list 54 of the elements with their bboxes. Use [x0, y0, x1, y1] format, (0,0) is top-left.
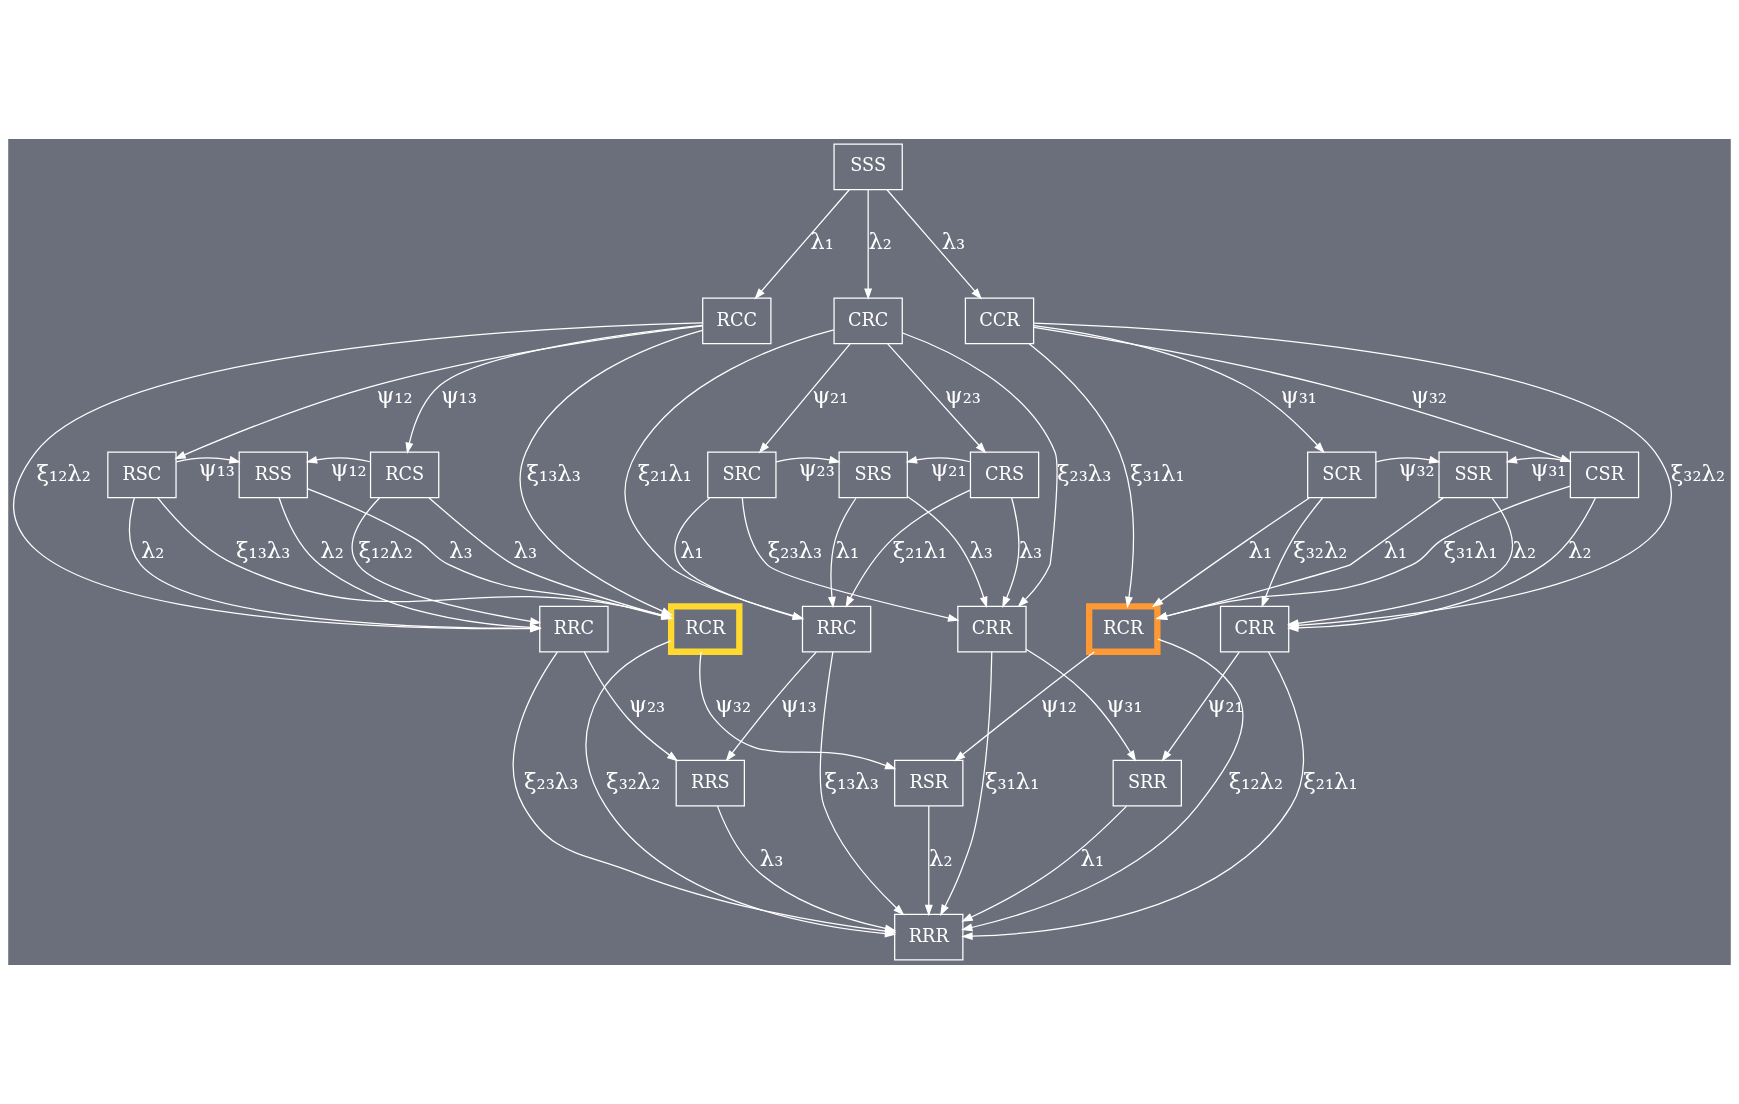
edge-label: λ₂ — [320, 536, 344, 563]
edge-label: ξ₁₃λ₃ — [824, 767, 879, 794]
edge-label: λ₁ — [1080, 844, 1105, 871]
edge-label: ψ₁₃ — [198, 455, 235, 482]
edge-label: λ₁ — [1248, 536, 1273, 563]
edge-label: ψ₁₃ — [780, 690, 817, 717]
edge-label: ψ₃₁ — [1530, 455, 1567, 482]
edge-label: ξ₂₁λ₁ — [637, 459, 692, 486]
edge-label: ξ₃₁λ₁ — [1443, 536, 1498, 563]
edge-label: ξ₂₁λ₁ — [892, 536, 948, 563]
edge-label: ψ₂₁ — [1207, 690, 1244, 717]
edge-label: λ₃ — [969, 536, 993, 563]
edge-label: ψ₂₁ — [930, 455, 967, 482]
edge-label: λ₂ — [1568, 536, 1592, 563]
edge-label: ψ₁₂ — [1040, 690, 1077, 717]
edge-label: ξ₂₁λ₁ — [1303, 767, 1358, 794]
edge-label: ψ₃₁ — [1280, 382, 1317, 409]
edge-label: ξ₁₂λ₂ — [358, 536, 413, 563]
edge-label: ψ₃₂ — [1398, 455, 1435, 482]
edge-label: λ₃ — [449, 536, 473, 563]
edge-label: ξ₃₁λ₁ — [985, 767, 1040, 794]
edge-label: λ₂ — [140, 536, 165, 563]
edge-label: ψ₃₂ — [715, 690, 752, 717]
edge-label: ψ₂₃ — [944, 382, 981, 409]
edge-label: ψ₂₃ — [798, 455, 835, 482]
edge-label: λ₂ — [1512, 536, 1537, 563]
edge-label: ξ₂₃λ₃ — [1057, 459, 1112, 486]
edge-label: ξ₃₂λ₂ — [1293, 536, 1348, 563]
edge-label: ξ₁₂λ₂ — [36, 459, 91, 486]
edge-label: ξ₃₂λ₂ — [1670, 459, 1726, 486]
edge-label: ξ₁₂λ₂ — [1228, 767, 1284, 794]
edge-label: ξ₂₃λ₃ — [524, 767, 579, 794]
edge-label: ψ₁₂ — [330, 455, 367, 482]
edge-label: λ₁ — [810, 228, 834, 255]
edge-label: ξ₃₁λ₁ — [1130, 459, 1185, 486]
edge-label: ψ₁₃ — [440, 382, 477, 409]
edge-label: ξ₃₂λ₂ — [606, 767, 661, 794]
edge-label: ξ₂₃λ₃ — [767, 536, 823, 563]
edge-label: ψ₃₂ — [1410, 382, 1447, 409]
edge-label: ξ₁₃λ₃ — [236, 536, 291, 563]
edge-label: λ₃ — [513, 536, 538, 563]
edge-label: λ₂ — [868, 228, 892, 255]
edge-label: λ₃ — [1018, 536, 1043, 563]
edge-label: λ₁ — [680, 536, 704, 563]
edge-label: ψ₁₂ — [376, 382, 413, 409]
edge-label: ξ₁₃λ₃ — [526, 459, 581, 486]
edge-label: λ₃ — [941, 228, 966, 255]
edge-label: ψ₃₁ — [1106, 690, 1143, 717]
edge-label: λ₃ — [759, 844, 784, 871]
edge-label: λ₁ — [1383, 536, 1408, 563]
edge-label: ψ₂₃ — [629, 690, 666, 717]
edge-label: λ₁ — [835, 536, 860, 563]
edge-label: λ₂ — [929, 844, 953, 871]
edge-label: ψ₂₁ — [812, 382, 849, 409]
